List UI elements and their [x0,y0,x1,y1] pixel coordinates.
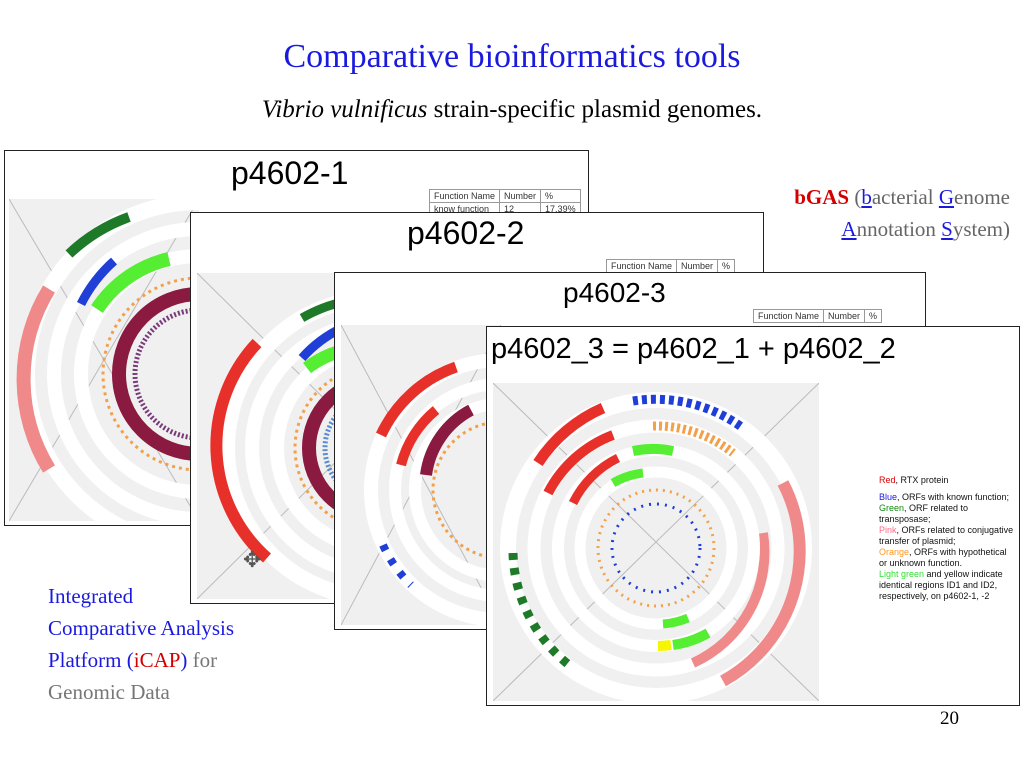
col-function-name: Function Name [428,189,501,203]
legend-key: Pink [879,525,897,535]
col-function-name: Function Name [752,309,825,323]
legend-text: , RTX protein [895,475,949,485]
legend-key: Blue [879,492,898,502]
caption-line: Platform (iCAP) for [48,644,234,676]
bgas-abbr: bGAS [794,185,850,209]
move-cursor-icon: ✥ [243,547,262,572]
legend-item-green: Green, ORF related to transposase; [879,503,1015,525]
legend-text: and yellow indicate identical regions ID… [879,569,1003,601]
legend-item-light-green: Light green and yellow indicate identica… [879,569,1015,602]
bgas-caption: bGAS (bacterial Genome Annotation System… [680,181,1010,245]
legend-key: Light green [879,569,925,579]
col-function-name: Function Name [605,259,678,273]
page-number: 20 [940,708,959,729]
legend-text: , ORFs related to conjugative transfer o… [879,525,1014,546]
caption-text: for [187,648,218,672]
icap-abbr: iCAP [133,648,181,672]
color-legend: Red, RTX protein Blue, ORFs with known f… [879,475,1015,602]
circular-genome-map [8,194,379,525]
legend-item-orange: Orange, ORFs with hypothetical or unknow… [879,547,1015,569]
legend-text: , ORF related to transposase; [879,503,969,524]
legend-item-blue: Blue, ORFs with known function; [879,492,1015,503]
genome-ring-chart [492,382,820,704]
panel-title: p4602-1 [231,155,349,191]
legend-key: Green [879,503,905,513]
caption-text: acterial [871,185,939,209]
caption-text: Platform ( [48,648,134,672]
function-table: Function Name Number % [605,259,736,273]
caption-letter: A [841,217,857,241]
col-number: Number [823,309,866,323]
legend-item-pink: Pink, ORFs related to conjugative transf… [879,525,1015,547]
panel-title: p4602-3 [563,277,666,308]
legend-text: , ORFs with known function; [897,492,1010,502]
panel-title: p4602-2 [407,215,525,251]
legend-key: Red [879,475,896,485]
genome-ring-chart [8,194,379,525]
col-number: Number [676,259,719,273]
caption-line: Integrated [48,584,134,608]
legend-text: , ORFs with hypothetical or unknown func… [879,547,1007,568]
caption-letter: G [938,185,955,209]
caption-text: enome [954,185,1010,209]
panel-title: p4602_3 = p4602_1 + p4602_2 [491,333,896,365]
species-name: Vibrio vulnificus [261,96,428,123]
caption-text: ( [849,185,862,209]
col-percent: % [864,309,883,323]
col-number: Number [499,189,542,203]
col-percent: % [717,259,736,273]
col-percent: % [540,189,581,203]
legend-key: Orange [879,547,910,557]
caption-text: nnotation [856,217,942,241]
caption-line: Comparative Analysis [48,616,235,640]
icap-caption: Integrated Comparative Analysis Platform… [48,580,234,708]
slide-subtitle: Vibrio vulnificus strain-specific plasmi… [0,96,1024,124]
genome-ring-chart [340,324,638,627]
caption-text: ) [180,648,188,672]
slide-title: Comparative bioinformatics tools [283,38,741,75]
circular-genome-map [340,324,638,627]
caption-letter: S [941,217,953,241]
circular-genome-map [492,382,820,704]
caption-line: Genomic Data [48,680,170,704]
subtitle-rest: strain-specific plasmid genomes. [427,96,763,123]
caption-letter: b [861,185,872,209]
legend-item-red: Red, RTX protein [879,475,1015,486]
panel-p4602-3-combined: p4602_3 = p4602_1 + p4602_2 Re [486,326,1020,706]
caption-text: ystem) [952,217,1010,241]
function-table: Function Name Number % [752,309,883,323]
